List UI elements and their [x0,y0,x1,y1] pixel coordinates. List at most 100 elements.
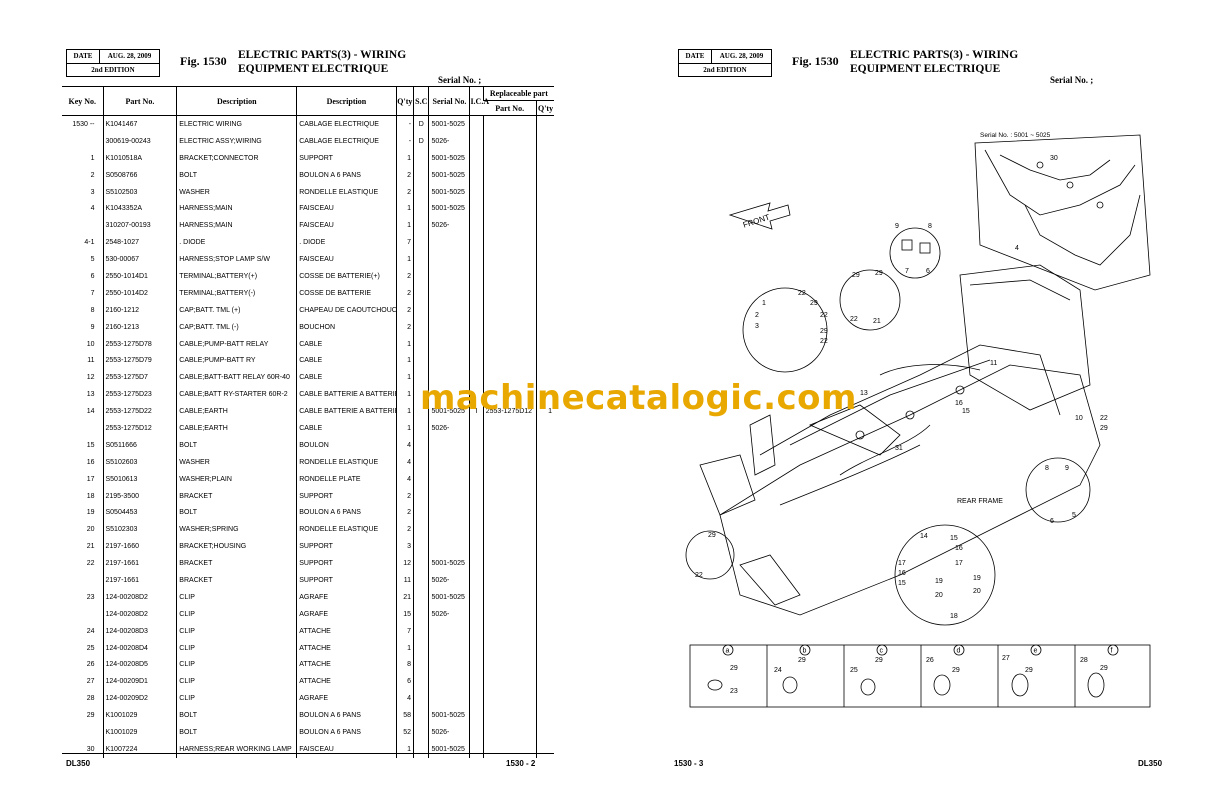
qty-cell: 3 [395,538,414,556]
replaceable-part-cell [482,605,537,623]
svg-text:14: 14 [920,533,928,540]
description-en-cell: CABLE;BATT-BATT RELAY 60R-40 [176,369,297,387]
svg-text:13: 13 [860,390,868,397]
sc-cell: D [413,114,429,133]
ica-cell [469,301,484,319]
svg-text:29: 29 [952,667,960,674]
description-en-cell: CAP;BATT. TML (-) [176,318,297,336]
serial-cell [428,453,470,471]
serial-cell: 5026- [428,420,470,437]
key-cell: 11 [87,357,95,365]
serial-cell [428,268,470,285]
part-number-cell: 2160-1212 [102,301,177,319]
serial-cell [428,521,470,539]
footer-model: DL350 [66,759,91,768]
description-en-cell: ELECTRIC ASSY;WIRING [176,132,297,150]
ica-cell [469,268,484,285]
svg-text:29: 29 [810,300,818,307]
key-cell: 25 [86,644,95,652]
figure-number: Fig. 1530 [180,54,227,68]
description-fr-cell: CABLE [296,352,397,370]
figure-number: Fig. 1530 [792,54,839,68]
ica-cell [469,521,484,539]
key-cell: 3 [90,188,95,196]
replaceable-qty-cell [536,436,554,454]
description-fr-cell: CHAPEAU DE CAOUTCHOUC [296,301,397,319]
header-serial: Serial No. [428,86,470,116]
part-number-cell: S0511666 [102,436,177,454]
part-number-cell: 2197-1660 [102,538,177,556]
serial-cell: 5001-5025 [428,149,470,167]
description-fr-cell: FAISCEAU [296,740,397,758]
qty-cell: 2 [395,301,414,319]
part-number-cell: S5102603 [102,453,177,471]
part-number-cell: 124-00208D3 [102,622,177,640]
description-fr-cell: BOUCHON [296,318,397,336]
serial-cell: 5001-5025 [428,740,470,758]
detail-letter: d [957,648,961,655]
svg-text:22: 22 [820,312,828,319]
part-number-cell: K1041467 [102,114,177,133]
replaceable-part-cell [482,335,537,353]
serial-cell: 5001-5025 [428,166,470,184]
serial-cell: 5001-5025 [428,588,470,606]
detail-circle-9-8: 9 8 7 6 [889,223,941,279]
serial-cell [428,301,470,319]
svg-text:3: 3 [755,323,759,330]
sc-cell [413,487,429,505]
replaceable-qty-cell [536,690,554,708]
ica-cell [469,149,484,167]
description-fr-cell: CABLE BATTERIE A BATTERIE [296,403,397,421]
serial-cell [428,538,470,556]
key-cell: 12 [86,374,95,382]
ica-cell [469,724,484,741]
sc-cell [413,436,429,454]
qty-cell: 1 [395,200,414,218]
description-fr-cell: FAISCEAU [296,200,397,218]
replaceable-part-cell: 2553-1275D12 [482,403,537,421]
key-cell [62,724,103,741]
serial-cell [428,639,470,657]
description-en-cell: HARNESS;REAR WORKING LAMP [176,740,297,758]
qty-cell: 2 [395,183,414,201]
replaceable-qty-cell [536,673,554,691]
description-fr-cell: FAISCEAU [296,251,397,269]
title-line-2: EQUIPMENT ELECTRIQUE [238,63,389,75]
replaceable-part-cell [482,166,537,184]
replaceable-part-cell [482,284,537,302]
svg-text:15: 15 [950,535,958,542]
ica-cell [469,656,484,674]
ica-cell [469,538,484,556]
ica-cell [469,436,484,454]
replaceable-qty-cell [536,521,554,539]
svg-text:2: 2 [755,312,759,319]
key-cell: 15 [86,441,95,449]
qty-cell: 4 [395,436,414,454]
svg-text:7: 7 [905,268,909,275]
key-cell: 4-1 [84,239,95,247]
description-en-cell: ELECTRIC WIRING [176,114,297,133]
svg-text:20: 20 [935,592,943,599]
qty-cell: 1 [395,740,414,758]
part-number-cell: S0508766 [102,166,177,184]
replaceable-part-cell [482,200,537,218]
part-number-cell: 2550-1014D1 [102,268,177,285]
sc-cell [413,268,429,285]
qty-cell: 1 [395,251,414,269]
serial-cell: 5001-5025 [428,114,470,133]
svg-text:29: 29 [1025,667,1033,674]
part-number-cell: K1001029 [102,707,177,725]
replaceable-qty-cell [536,284,554,302]
description-en-cell: WASHER [176,453,297,471]
replaceable-qty-cell [536,605,554,623]
